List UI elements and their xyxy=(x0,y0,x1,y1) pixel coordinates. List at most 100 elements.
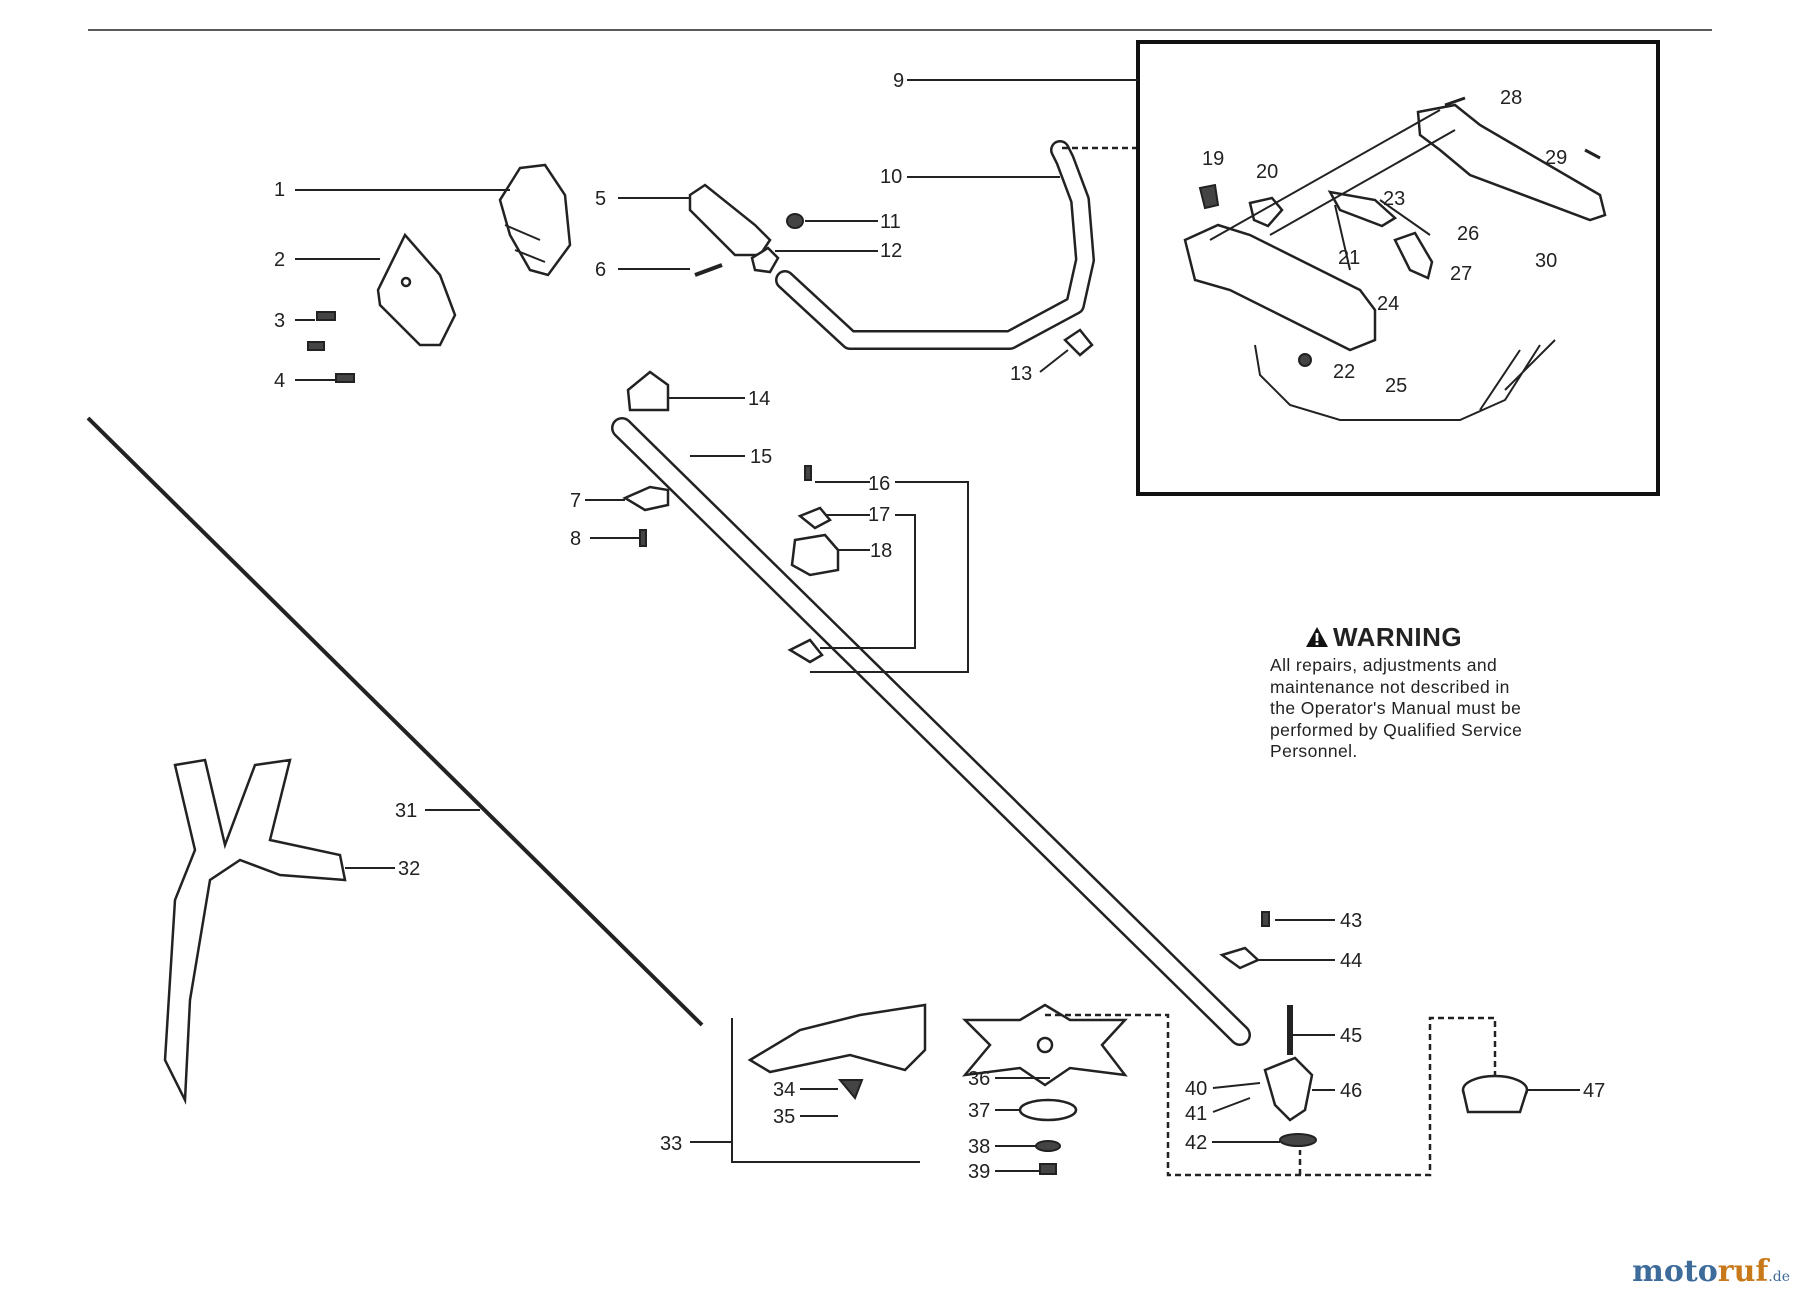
part-1-detail xyxy=(504,224,546,263)
callout-11: 11 xyxy=(880,211,901,233)
part-30-housing xyxy=(1416,103,1607,222)
callout-36: 36 xyxy=(968,1068,990,1090)
part-1-bracket xyxy=(498,163,572,277)
callout-29: 29 xyxy=(1545,147,1567,169)
part-34-tri xyxy=(837,1079,864,1100)
callout-46: 46 xyxy=(1340,1080,1362,1102)
watermark-logo: motoruf.de xyxy=(1632,1254,1790,1289)
callout-47: 47 xyxy=(1583,1080,1605,1102)
watermark-accent: ruf xyxy=(1717,1254,1769,1289)
part-4-screw xyxy=(335,373,355,383)
warning-line: performed by Qualified Service xyxy=(1270,719,1523,740)
part-17-bracket xyxy=(820,514,916,649)
callout-23: 23 xyxy=(1383,188,1405,210)
callout-26: 26 xyxy=(1457,223,1479,245)
part-34-blade-guard xyxy=(747,1003,927,1074)
callout-17: 17 xyxy=(868,504,890,526)
callout-6: 6 xyxy=(595,259,606,281)
callout-39: 39 xyxy=(968,1161,990,1183)
callout-10: 10 xyxy=(880,166,902,188)
warning-icon xyxy=(1306,627,1328,647)
callout-9: 9 xyxy=(893,70,904,92)
part-10-loop-handle-inner xyxy=(777,142,1093,348)
part-19-switch xyxy=(1198,183,1220,210)
callout-5: 5 xyxy=(595,188,606,210)
part-36-hole xyxy=(1036,1036,1054,1054)
part-2-hole xyxy=(400,276,412,288)
callout-14: 14 xyxy=(748,388,770,410)
callout-18: 18 xyxy=(870,540,892,562)
callout-40: 40 xyxy=(1185,1078,1207,1100)
callout-35: 35 xyxy=(773,1106,795,1128)
part-14-clamp xyxy=(626,370,670,412)
callout-21: 21 xyxy=(1338,247,1360,269)
part-37-washer xyxy=(1018,1098,1078,1122)
part-3-screw-b xyxy=(307,341,325,351)
part-17-lower-clamp xyxy=(787,638,824,664)
part-44-clip xyxy=(1219,946,1261,970)
callout-38: 38 xyxy=(968,1136,990,1158)
callout-13: 13 xyxy=(1010,363,1032,385)
warning-line: All repairs, adjustments and xyxy=(1270,655,1498,675)
leader-lines xyxy=(295,79,1580,1172)
callout-7: 7 xyxy=(570,490,581,512)
part-24-throttle-handle xyxy=(1183,223,1377,352)
callout-31: 31 xyxy=(395,800,417,822)
watermark-tld: .de xyxy=(1768,1269,1790,1285)
part-29-screw xyxy=(1584,148,1601,160)
part-11-nut xyxy=(786,213,804,229)
callout-33: 33 xyxy=(660,1133,682,1155)
part-13-clip xyxy=(1063,328,1094,357)
callout-34: 34 xyxy=(773,1079,795,1101)
handle-inset-box xyxy=(1136,40,1660,496)
part-2-shield xyxy=(376,232,457,347)
warning-notice: WARNING All repairs, adjustments and mai… xyxy=(1270,622,1570,763)
part-3-screw xyxy=(316,311,336,321)
part-20-lever xyxy=(1248,196,1284,228)
callout-43: 43 xyxy=(1340,910,1362,932)
part-12-clamp xyxy=(750,246,780,274)
warning-line: maintenance not described in xyxy=(1270,676,1510,697)
part-23-trigger xyxy=(1327,190,1398,228)
callout-27: 27 xyxy=(1450,263,1472,285)
callout-32: 32 xyxy=(398,858,420,880)
part-5-grip xyxy=(688,183,772,257)
part-7-clamp xyxy=(622,485,670,512)
callout-4: 4 xyxy=(274,370,285,392)
callout-15: 15 xyxy=(750,446,772,468)
part-18-block xyxy=(790,533,840,577)
part-16-bracket xyxy=(810,481,969,673)
part-22-nut xyxy=(1298,353,1312,367)
part-28-screw xyxy=(1444,96,1466,107)
part-42-washer xyxy=(1279,1133,1317,1147)
part-8-screw xyxy=(639,529,647,547)
callout-8: 8 xyxy=(570,528,581,550)
callout-44: 44 xyxy=(1340,950,1362,972)
callout-28: 28 xyxy=(1500,87,1522,109)
part-38-washer xyxy=(1035,1140,1061,1152)
part-47-body xyxy=(1461,1089,1529,1114)
warning-title: WARNING xyxy=(1305,622,1570,653)
callout-12: 12 xyxy=(880,240,902,262)
callout-42: 42 xyxy=(1185,1132,1207,1154)
part-39-nut xyxy=(1039,1163,1057,1175)
part-17-clamp xyxy=(797,506,832,530)
warning-body: All repairs, adjustments and maintenance… xyxy=(1270,655,1570,763)
callout-2: 2 xyxy=(274,249,285,271)
part-16-screw xyxy=(804,465,812,481)
part-33-bracket xyxy=(731,1018,920,1163)
inset-assembly-lines xyxy=(1209,109,1456,271)
callout-16: 16 xyxy=(868,473,890,495)
part-6-screw xyxy=(694,263,723,277)
callout-3: 3 xyxy=(274,310,285,332)
warning-title-text: WARNING xyxy=(1333,622,1463,652)
callout-30: 30 xyxy=(1535,250,1557,272)
part-27-trigger-b xyxy=(1393,231,1434,280)
callout-1: 1 xyxy=(274,179,285,201)
callout-25: 25 xyxy=(1385,375,1407,397)
part-25-wire xyxy=(1254,339,1556,421)
callout-19: 19 xyxy=(1202,148,1224,170)
part-31-drive-shaft xyxy=(86,416,704,1027)
callout-22: 22 xyxy=(1333,361,1355,383)
